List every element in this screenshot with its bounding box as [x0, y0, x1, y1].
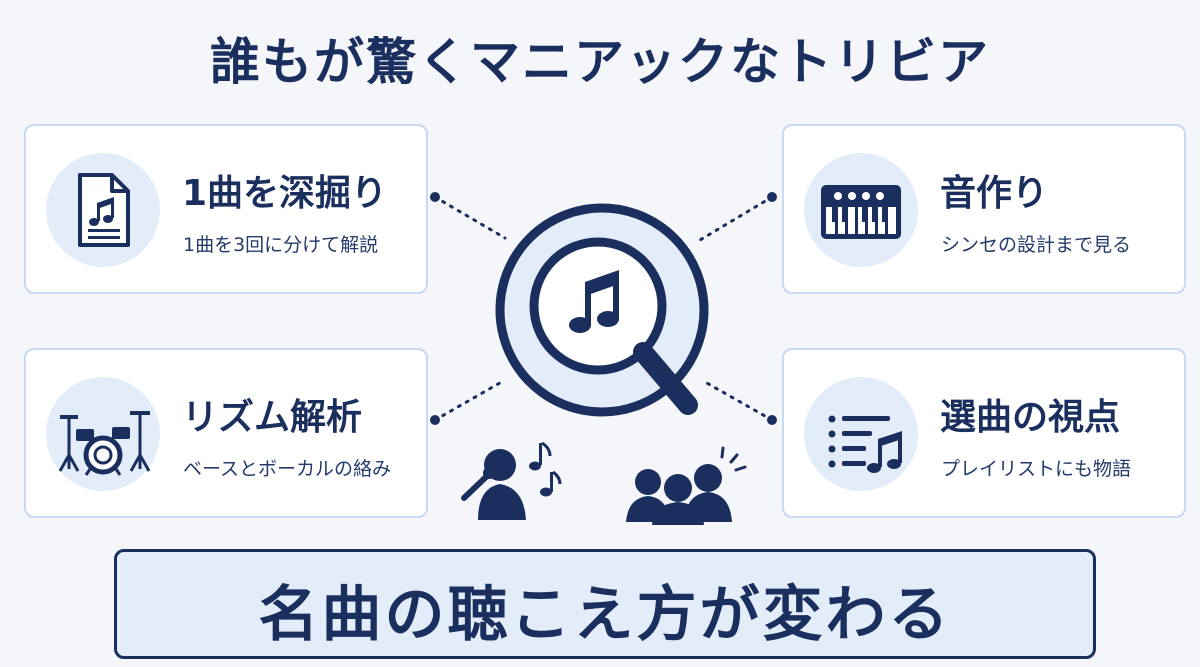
page-title: 誰もが驚くマニアックなトリビア: [210, 33, 990, 91]
feature-card-sound-design: 音作り シンセの設計まで見る: [782, 124, 1186, 294]
feature-card-selection: 選曲の視点 プレイリストにも物語: [782, 348, 1186, 518]
playlist-icon: [828, 415, 902, 473]
feature-card-rhythm: リズム解析 ベースとボーカルの絡み: [24, 348, 428, 518]
synthesizer-icon: [821, 185, 901, 239]
drum-kit-icon: [58, 411, 151, 476]
music-note-icon: [540, 470, 562, 497]
card-subtitle: プレイリストにも物語: [941, 458, 1132, 480]
card-subtitle: 1曲を3回に分けて解説: [183, 234, 379, 256]
audience-icon: [626, 446, 747, 525]
music-note-icon: [529, 441, 552, 471]
banner-text: 名曲の聴こえ方が変わる: [258, 580, 952, 650]
music-document-icon: [78, 173, 130, 247]
card-title: 1曲を深掘り: [182, 173, 388, 214]
feature-card-deep-dive: 1曲を深掘り 1曲を3回に分けて解説: [24, 124, 428, 294]
card-title: リズム解析: [182, 397, 363, 438]
card-subtitle: ベースとボーカルの絡み: [183, 458, 392, 480]
magnifier-music-icon: [495, 203, 709, 417]
card-subtitle: シンセの設計まで見る: [941, 234, 1132, 256]
conclusion-banner: 名曲の聴こえ方が変わる: [114, 549, 1096, 659]
card-title: 音作り: [940, 173, 1049, 214]
card-title: 選曲の視点: [940, 397, 1121, 438]
connector-lines: [430, 192, 777, 425]
singer-icon: [461, 441, 562, 520]
